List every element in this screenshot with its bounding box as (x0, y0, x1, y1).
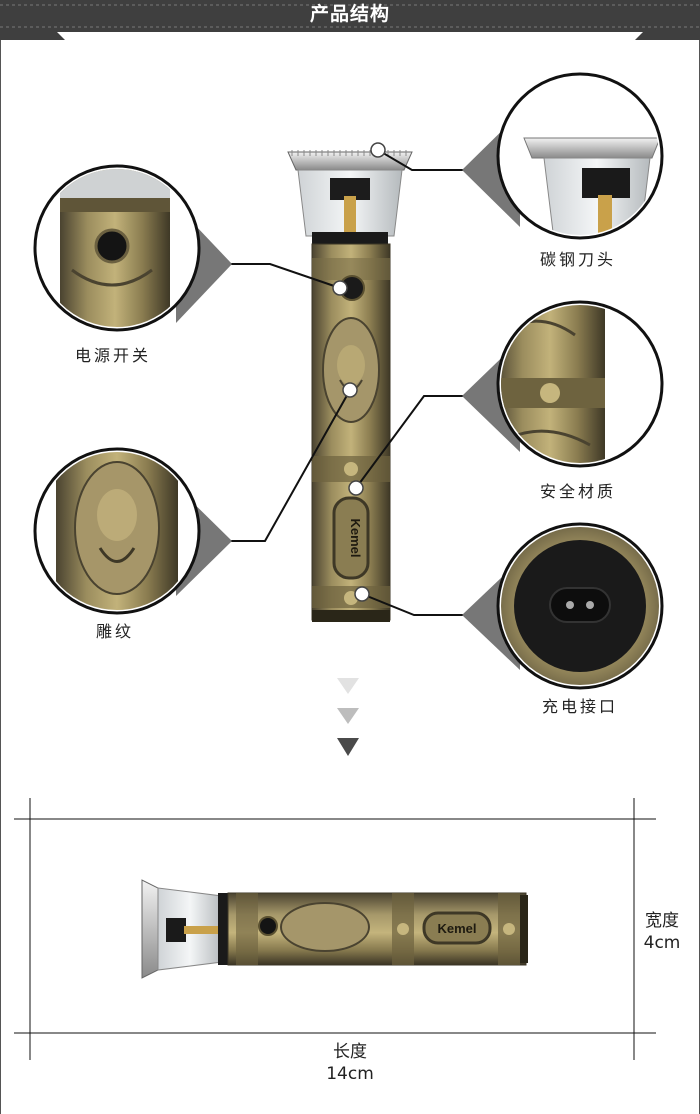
feature-label-material: 安全材质 (540, 482, 617, 501)
feature-label-charging-port: 充电接口 (542, 697, 619, 716)
horizontal-trimmer (141, 879, 528, 979)
page-title: 产品结构 (309, 3, 390, 25)
vertical-trimmer (287, 150, 413, 622)
callout-dots (332, 142, 386, 602)
length-dimension-value: 14cm (326, 1064, 374, 1084)
callout-lines (228, 149, 466, 616)
blade-closeup-icon (462, 72, 664, 240)
feature-label-power-switch: 电源开关 (75, 346, 152, 365)
power-switch-closeup-icon (33, 164, 232, 332)
feature-label-engraving: 雕纹 (96, 622, 135, 641)
feature-label-blade: 碳钢刀头 (540, 250, 617, 269)
header-band (0, 0, 700, 40)
engraving-closeup-icon (33, 447, 232, 615)
brand-logo-vertical: Kemel (348, 518, 363, 557)
dimension-guides (14, 798, 656, 1060)
width-dimension-label: 宽度 (645, 911, 679, 931)
material-closeup-icon (462, 300, 664, 468)
charging-port-closeup-icon (462, 522, 664, 690)
length-dimension-label: 长度 (333, 1042, 367, 1062)
brand-logo-horizontal: Kemel (437, 921, 476, 936)
width-dimension-value: 4cm (643, 933, 681, 953)
down-arrow-icons (337, 678, 359, 756)
